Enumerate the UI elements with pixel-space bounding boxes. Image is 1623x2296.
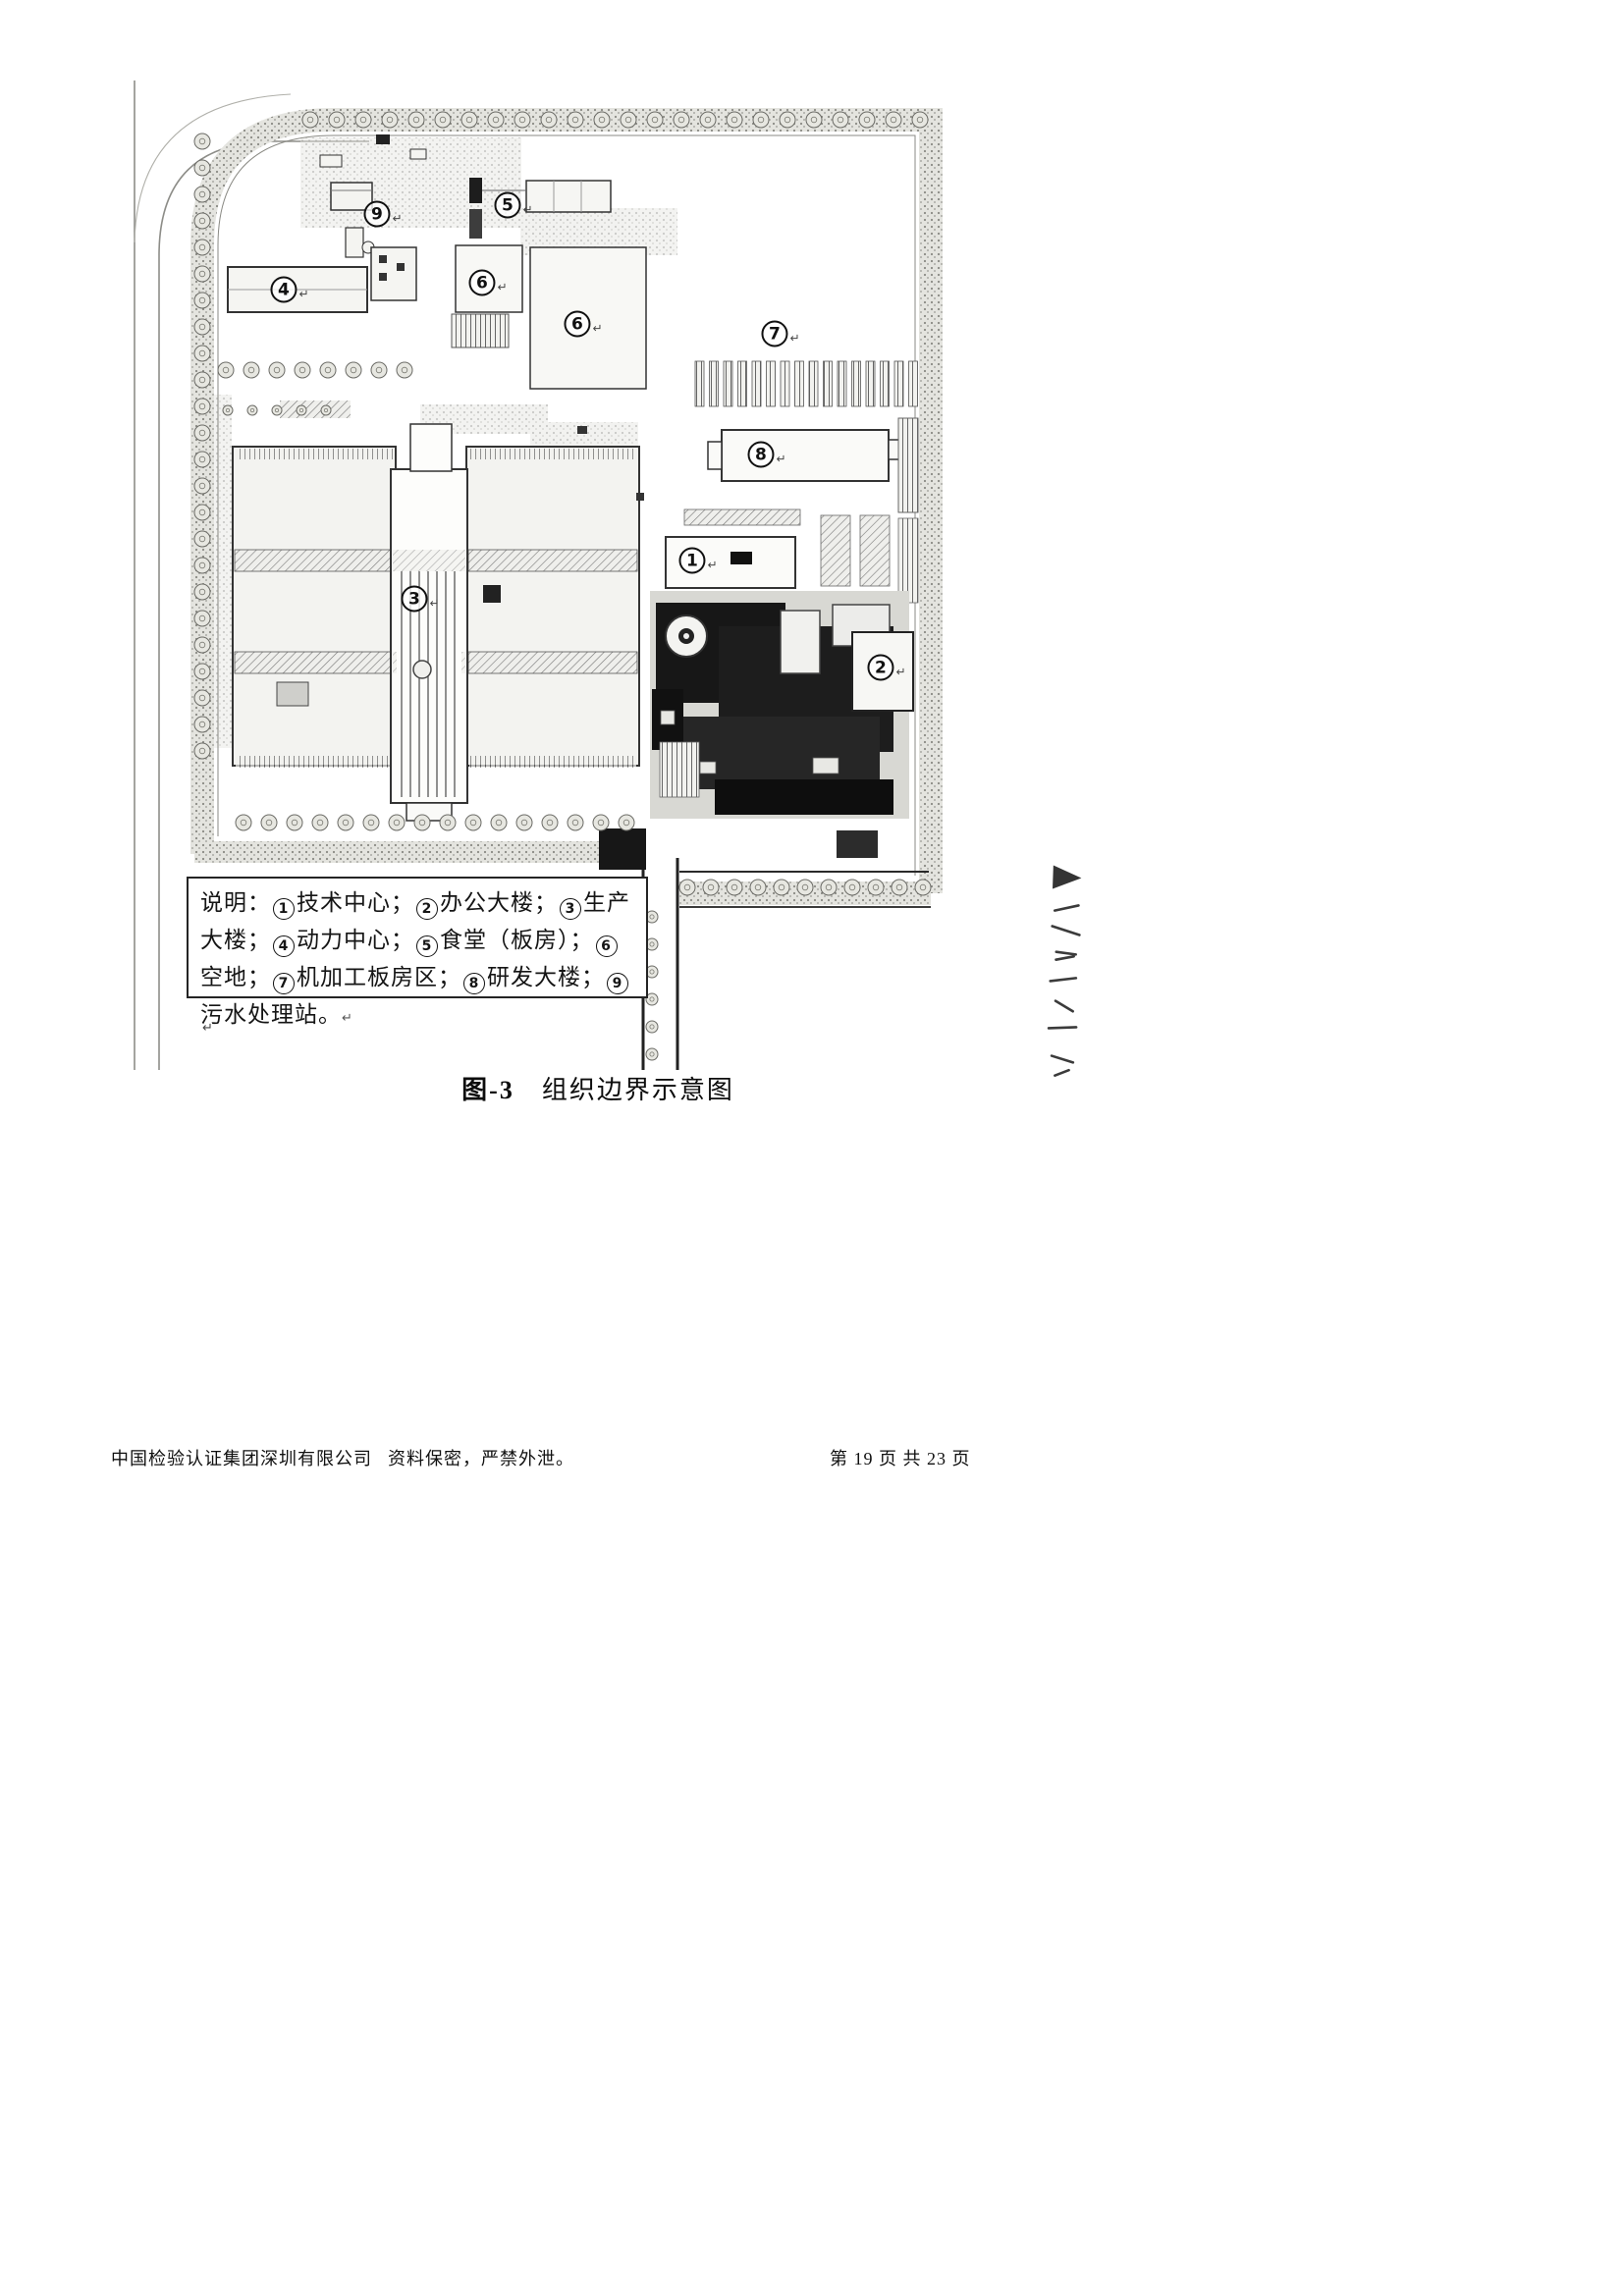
area-production-building [232,423,640,822]
figure-caption-label: 图-3 [461,1076,514,1104]
footer-company: 中国检验认证集团深圳有限公司 [111,1449,372,1468]
page-footer: 中国检验认证集团深圳有限公司 资料保密，严禁外泄。 第 19 页 共 23 页 [0,1445,1623,1474]
legend-num-8: 8 [463,973,485,994]
ground-texture [214,137,677,748]
return-mark-icon: ↵ [592,321,603,336]
map-label-circle-3: 3 [401,585,428,613]
map-label-7: 7↵ [761,320,800,347]
map-label-circle-6: 6 [564,310,591,338]
area-board-houses [694,360,918,407]
map-label-6: 6↵ [468,269,508,296]
map-label-circle-1: 1 [678,547,706,574]
return-mark-icon: ↵ [895,665,906,679]
site-plan-drawing [126,80,1070,1072]
legend-num-9: 9 [607,973,628,994]
return-mark-icon: ↵ [789,331,800,346]
figure-caption-title: 组织边界示意图 [541,1076,734,1104]
legend-return-mark: ↵ [342,1011,353,1026]
legend-num-1: 1 [273,898,295,920]
footer-page-info: 第 19 页 共 23 页 [830,1449,971,1468]
figure-caption: 图-3 组织边界示意图 [126,1070,1070,1106]
map-label-4: 4↵ [270,276,309,303]
entrance-roads [599,828,931,1070]
return-mark-icon: ↵ [202,1021,213,1036]
area-canteen [469,178,612,239]
map-label-circle-5: 5 [494,191,521,219]
return-mark-icon: ↵ [522,202,533,217]
map-label-2: 2↵ [867,654,906,681]
legend-num-5: 5 [416,935,438,957]
misc-marks [577,426,644,501]
map-label-circle-8: 8 [747,441,775,468]
area-empty-lots [451,244,647,390]
return-mark-icon: ↵ [776,452,786,466]
scrub-patch [280,400,351,418]
tree-rows [193,111,932,1061]
legend-num-2: 2 [416,898,438,920]
parking-rows [683,508,919,604]
map-label-circle-9: 9 [363,200,391,228]
return-mark-icon: ↵ [497,280,508,294]
map-label-5: 5↵ [494,191,533,219]
area-office-complex [650,591,914,819]
return-mark-icon: ↵ [392,211,403,226]
gate-block [599,828,646,870]
map-label-circle-7: 7 [761,320,788,347]
map-label-circle-6: 6 [468,269,496,296]
map-label-6: 6↵ [564,310,603,338]
return-mark-icon: ↵ [298,287,309,301]
return-mark-icon: ↵ [707,558,718,572]
map-label-3: 3↵ [401,585,440,613]
legend-num-6: 6 [595,935,618,957]
stamp-strokes-icon [1047,865,1082,1077]
side-stamp-marks [1043,861,1088,1086]
footer-confidentiality: 资料保密，严禁外泄。 [388,1449,574,1468]
area-power-center [227,246,417,313]
map-label-circle-4: 4 [270,276,298,303]
legend-num-7: 7 [273,973,295,994]
map-label-8: 8↵ [747,441,786,468]
map-label-1: 1↵ [678,547,718,574]
legend-num-3: 3 [560,898,581,920]
map-label-9: 9↵ [363,200,403,228]
legend-num-4: 4 [273,935,295,957]
map-label-circle-2: 2 [867,654,894,681]
return-mark-icon: ↵ [429,596,440,611]
